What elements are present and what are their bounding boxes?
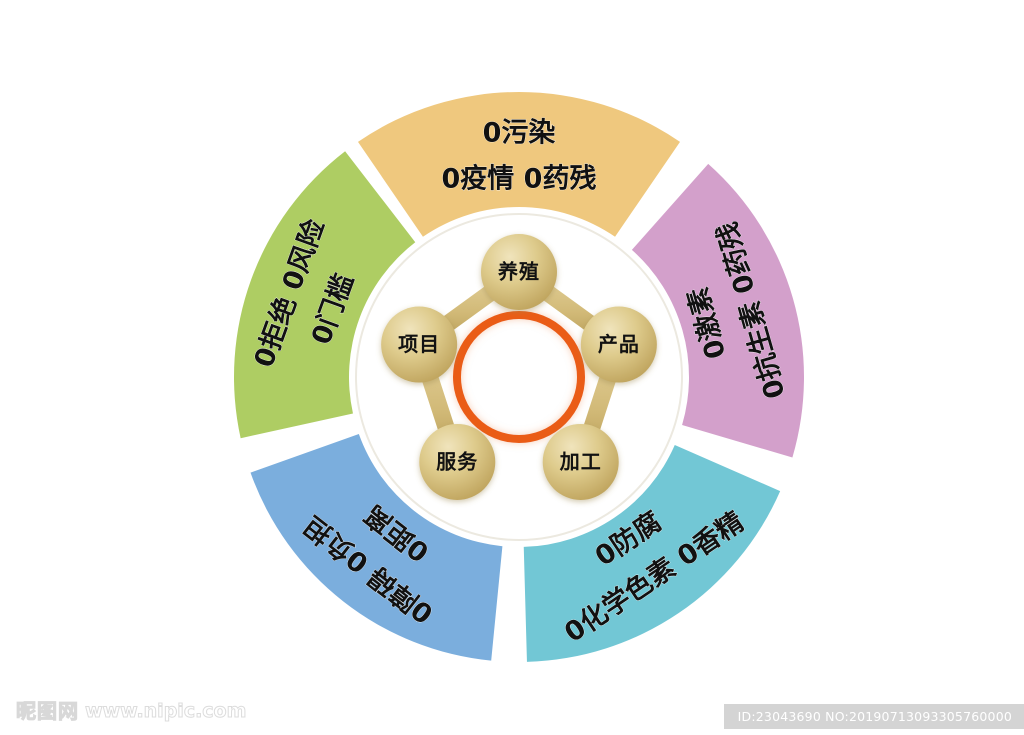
hub-ring-group — [453, 311, 585, 443]
node-product-label: 产品 — [598, 332, 640, 356]
segment-barrier — [250, 434, 503, 661]
segment-pollution-label: 0污染 0疫情 0药残 — [441, 117, 597, 195]
node-processing-label: 加工 — [559, 449, 602, 473]
watermark: 昵图网 www.nipic.com — [16, 699, 247, 723]
node-processing[interactable]: 加工 — [542, 423, 619, 500]
orange-hub-ring — [453, 311, 585, 443]
node-project-circle — [381, 306, 458, 383]
node-breeding[interactable]: 养殖 — [481, 234, 557, 310]
node-project[interactable]: 项目 — [381, 306, 458, 383]
image-id-bar: ID:23043690 NO:20190713093305760000 — [723, 704, 1024, 729]
segment-antibiotics — [631, 163, 805, 458]
node-service[interactable]: 服务 — [419, 423, 496, 500]
watermark-logo: 昵图网 — [16, 699, 79, 723]
segment-pollution — [357, 92, 681, 237]
segment-pollution-line-2: 0疫情 0药残 — [442, 163, 597, 195]
node-product-circle — [580, 306, 657, 383]
node-processing-circle — [542, 423, 619, 500]
donut-segments — [234, 92, 805, 662]
segment-additives — [523, 445, 781, 662]
node-service-label: 服务 — [436, 449, 478, 473]
watermark-url: www.nipic.com — [84, 699, 247, 722]
node-project-label: 项目 — [398, 332, 440, 356]
node-service-circle — [419, 423, 496, 500]
node-breeding-circle — [481, 234, 557, 310]
node-breeding-label: 养殖 — [497, 260, 540, 284]
segment-pollution-line-1: 0污染 — [483, 118, 556, 149]
node-product[interactable]: 产品 — [580, 306, 657, 383]
segment-risk — [234, 151, 416, 439]
